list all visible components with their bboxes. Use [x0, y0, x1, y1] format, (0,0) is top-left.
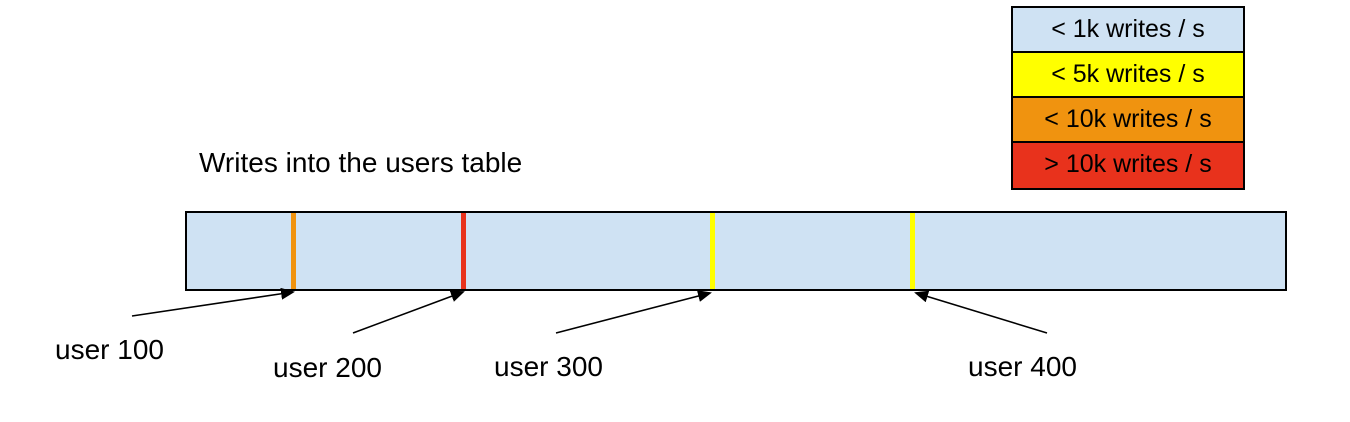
legend-item-gt-10k: > 10k writes / s	[1013, 143, 1243, 188]
legend-item-lt-1k: < 1k writes / s	[1013, 8, 1243, 53]
arrow-user-300	[555, 290, 712, 334]
hot-partition-stripe-user-100	[291, 213, 296, 289]
arrow-user-100	[131, 287, 295, 317]
users-table-bar	[185, 211, 1287, 291]
diagram-title: Writes into the users table	[199, 147, 523, 178]
arrow-user-400	[914, 290, 1048, 334]
hot-partition-stripe-user-400	[910, 213, 915, 289]
arrow-user-200	[352, 290, 465, 334]
legend-item-lt-10k: < 10k writes / s	[1013, 98, 1243, 143]
user-300-label: user 300	[494, 351, 603, 382]
user-100-label: user 100	[55, 334, 164, 365]
user-200-label: user 200	[273, 352, 382, 383]
hot-partition-stripe-user-300	[710, 213, 715, 289]
hot-partition-stripe-user-200	[461, 213, 466, 289]
user-400-label: user 400	[968, 351, 1077, 382]
legend-item-lt-5k: < 5k writes / s	[1013, 53, 1243, 98]
legend: < 1k writes / s < 5k writes / s < 10k wr…	[1011, 6, 1245, 190]
